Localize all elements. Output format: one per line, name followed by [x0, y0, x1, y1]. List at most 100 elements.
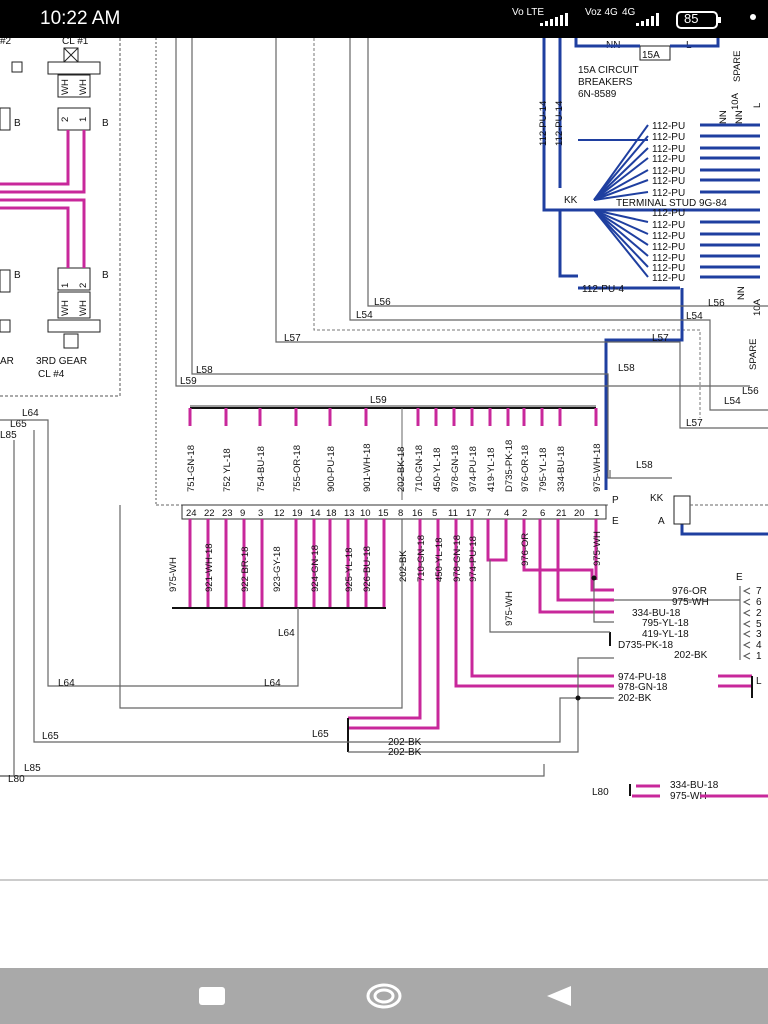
svg-text:978-GN-18: 978-GN-18 — [450, 445, 461, 492]
svg-text:2: 2 — [78, 283, 89, 288]
svg-text:24: 24 — [186, 508, 197, 519]
home-button[interactable] — [366, 978, 402, 1014]
svg-text:112-PU: 112-PU — [652, 231, 685, 242]
status-bar: 10:22 AM Vo LTE Voz 4G 4G 85 — [0, 0, 768, 38]
svg-text:15A: 15A — [642, 50, 660, 61]
svg-text:B: B — [102, 270, 109, 281]
svg-text:B: B — [14, 270, 21, 281]
connector-cl1[interactable]: CL #1 WH WH 2 1 B — [47, 38, 109, 131]
svg-text:710-GN-18: 710-GN-18 — [414, 445, 425, 492]
svg-text:D735-PK-18: D735-PK-18 — [618, 640, 673, 651]
svg-text:112-PU: 112-PU — [652, 208, 685, 219]
notification-dot — [750, 14, 756, 20]
svg-text:795-YL-18: 795-YL-18 — [538, 448, 549, 492]
svg-text:3: 3 — [756, 629, 762, 640]
svg-text:13: 13 — [344, 508, 355, 519]
svg-text:755-OR-18: 755-OR-18 — [292, 445, 303, 492]
svg-text:112-PU: 112-PU — [652, 242, 685, 253]
svg-text:L: L — [752, 103, 763, 108]
svg-text:L85: L85 — [0, 430, 17, 441]
back-triangle-icon — [547, 986, 571, 1006]
plug-pin-row[interactable]: 24 22 23 9 3 12 19 14 18 13 10 15 8 16 5… — [156, 493, 768, 527]
svg-text:710-GN-18: 710-GN-18 — [416, 535, 427, 582]
enclosure-right — [313, 38, 701, 418]
svg-text:L56: L56 — [742, 386, 759, 397]
svg-text:L64: L64 — [278, 628, 295, 639]
svg-text:112-PU-14: 112-PU-14 — [538, 101, 549, 146]
svg-text:974-PU-18: 974-PU-18 — [618, 672, 667, 683]
svg-text:WH: WH — [78, 79, 89, 95]
svg-text:202-BK: 202-BK — [618, 693, 652, 704]
svg-text:978-GN-18: 978-GN-18 — [452, 535, 463, 582]
svg-text:921-WH-18: 921-WH-18 — [204, 543, 215, 592]
svg-text:L54: L54 — [356, 310, 373, 321]
svg-text:6: 6 — [540, 508, 545, 519]
back-button[interactable] — [540, 978, 576, 1014]
svg-text:NN: NN — [718, 110, 729, 124]
e-connector-block[interactable]: E 7 6 2 5 3 4 1 — [736, 572, 762, 662]
circuit-breakers[interactable]: NN 15A L 15A CIRCUIT BREAKERS 6N-8589 SP… — [578, 40, 763, 370]
svg-text:419-YL-18: 419-YL-18 — [486, 448, 497, 492]
svg-text:L59: L59 — [180, 376, 197, 387]
svg-text:112-PU: 112-PU — [652, 220, 685, 231]
svg-text:12: 12 — [274, 508, 285, 519]
svg-text:450-YL-18: 450-YL-18 — [434, 538, 445, 582]
svg-text:754-BU-18: 754-BU-18 — [256, 446, 267, 492]
coil-icon-2 — [63, 333, 79, 349]
svg-text:11: 11 — [448, 508, 458, 519]
svg-text:KK: KK — [564, 195, 578, 206]
terminal-network — [542, 38, 768, 536]
svg-text:978-GN-18: 978-GN-18 — [618, 682, 668, 693]
svg-text:112-PU-14: 112-PU-14 — [554, 101, 565, 146]
left-gear-fragment: AR — [0, 356, 14, 367]
terminal-fan — [578, 124, 649, 278]
svg-text:14: 14 — [310, 508, 321, 519]
svg-text:10A: 10A — [752, 298, 763, 316]
cl1-label: CL #1 — [62, 38, 89, 47]
svg-text:4: 4 — [504, 508, 509, 519]
svg-text:202-BK: 202-BK — [388, 737, 422, 748]
svg-text:L80: L80 — [592, 787, 609, 798]
svg-text:112-PU: 112-PU — [652, 132, 685, 143]
connector-cl2[interactable]: #2 B B AR — [0, 38, 23, 367]
wiring-diagram[interactable]: #2 B B AR CL #1 WH WH 2 1 B 1 2 B WH WH … — [0, 38, 768, 968]
connector-cl4[interactable]: 1 2 B WH WH 3RD GEAR CL #4 — [36, 267, 109, 380]
enclosure-left — [0, 38, 121, 397]
svg-text:BREAKERS: BREAKERS — [578, 77, 633, 88]
svg-text:202-BK: 202-BK — [674, 650, 708, 661]
clock: 10:22 AM — [40, 8, 121, 29]
svg-text:752 YL-18: 752 YL-18 — [222, 448, 233, 492]
svg-text:19: 19 — [292, 508, 303, 519]
ground-connector-icon — [673, 495, 691, 525]
svg-text:B: B — [14, 118, 21, 129]
signal-icon-2 — [636, 13, 659, 26]
plug-upper-wire-labels: 751-GN-18 752 YL-18 754-BU-18 755-OR-18 … — [186, 440, 603, 492]
svg-text:L58: L58 — [618, 363, 635, 374]
home-circle-icon — [366, 983, 402, 1009]
volte-indicator: Vo LTE — [512, 7, 545, 18]
svg-text:P: P — [612, 495, 619, 506]
svg-text:L65: L65 — [10, 419, 27, 430]
left-magenta-harness — [0, 130, 86, 268]
svg-text:112-PU: 112-PU — [652, 121, 685, 132]
splice-dot-1 — [591, 575, 597, 581]
recents-button[interactable] — [194, 978, 230, 1014]
svg-text:112-PU-4: 112-PU-4 — [582, 284, 624, 295]
battery-icon — [676, 11, 721, 29]
svg-text:112-PU: 112-PU — [652, 166, 685, 177]
svg-text:L58: L58 — [636, 460, 653, 471]
svg-text:10: 10 — [360, 508, 371, 519]
svg-text:202-BK: 202-BK — [398, 550, 409, 582]
svg-text:974-PU-18: 974-PU-18 — [468, 536, 479, 582]
svg-text:L57: L57 — [686, 418, 703, 429]
svg-text:5: 5 — [756, 619, 762, 630]
svg-text:975-WH: 975-WH — [592, 531, 603, 566]
navigation-bar — [0, 968, 768, 1024]
svg-text:10A: 10A — [730, 92, 741, 110]
square-icon — [199, 987, 225, 1005]
svg-text:975-WH: 975-WH — [670, 791, 707, 802]
svg-text:450-YL-18: 450-YL-18 — [432, 448, 443, 492]
svg-text:7: 7 — [756, 586, 762, 597]
svg-text:SPARE: SPARE — [748, 338, 759, 370]
plug-lower-wire-labels: 975-WH 921-WH-18 922 BR-18 923-GY-18 924… — [8, 531, 609, 798]
